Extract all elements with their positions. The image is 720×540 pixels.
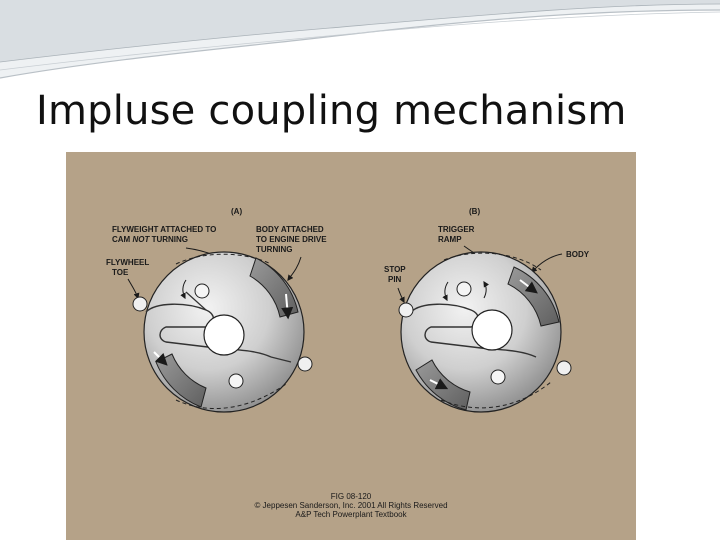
panel-a-tag: (A) bbox=[231, 207, 242, 216]
label-flyweight-line2: CAM NOT TURNING bbox=[112, 235, 188, 244]
label-flywheel-toe-line2: TOE bbox=[112, 268, 129, 277]
caption-fig-number: FIG 08-120 bbox=[331, 492, 372, 501]
label-trigger-ramp-line1: TRIGGER bbox=[438, 225, 475, 234]
caption-source: A&P Tech Powerplant Textbook bbox=[295, 510, 407, 519]
label-stop-pin-line1: STOP bbox=[384, 265, 406, 274]
impulse-coupling-figure: (A) FLYWEIGHT ATTACHED TO CAM NOT TURNIN… bbox=[66, 152, 636, 540]
label-flywheel-toe-line1: FLYWHEEL bbox=[106, 258, 149, 267]
label-flyweight-line1: FLYWEIGHT ATTACHED TO bbox=[112, 225, 216, 234]
label-body: BODY bbox=[566, 250, 590, 259]
label-body-attached-line2: TO ENGINE DRIVE bbox=[256, 235, 327, 244]
label-body-attached-line3: TURNING bbox=[256, 245, 292, 254]
panel-b: (B) TRIGGER RAMP BODY STOP PIN bbox=[384, 207, 590, 413]
coupling-disc-b bbox=[398, 251, 572, 413]
coupling-disc-a bbox=[132, 251, 313, 413]
panel-a: (A) FLYWEIGHT ATTACHED TO CAM NOT TURNIN… bbox=[106, 207, 327, 413]
slide-title: Impluse coupling mechanism bbox=[36, 88, 627, 134]
label-body-attached-line1: BODY ATTACHED bbox=[256, 225, 324, 234]
caption-copyright: © Jeppesen Sanderson, Inc. 2001 All Righ… bbox=[254, 501, 447, 510]
figure-caption: FIG 08-120 © Jeppesen Sanderson, Inc. 20… bbox=[254, 492, 447, 519]
panel-b-tag: (B) bbox=[469, 207, 480, 216]
header-swoosh-decoration bbox=[0, 0, 720, 79]
label-trigger-ramp-line2: RAMP bbox=[438, 235, 462, 244]
figure-illustration: (A) FLYWEIGHT ATTACHED TO CAM NOT TURNIN… bbox=[106, 207, 590, 519]
label-stop-pin-line2: PIN bbox=[388, 275, 402, 284]
